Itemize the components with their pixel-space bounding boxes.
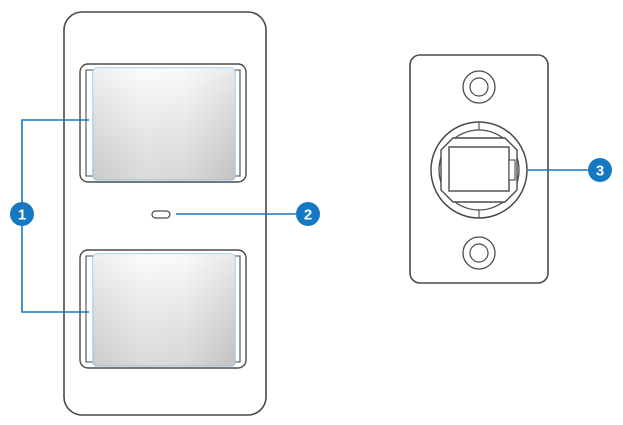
bottom-screw-icon bbox=[462, 236, 496, 270]
indicator-light bbox=[151, 210, 171, 219]
callout-3: 3 bbox=[588, 158, 612, 182]
bottom-switch-button bbox=[79, 249, 247, 369]
callout-1-label: 1 bbox=[18, 207, 26, 224]
callout-1-badge bbox=[10, 202, 34, 226]
top-switch-button bbox=[79, 63, 247, 183]
callout-2: 2 bbox=[296, 202, 320, 226]
callout-3-badge bbox=[588, 158, 612, 182]
switch-panel bbox=[63, 11, 267, 416]
top-screw-icon bbox=[462, 70, 496, 104]
callout-1: 1 bbox=[10, 202, 34, 226]
callout-2-label: 2 bbox=[304, 207, 312, 224]
ethernet-port-icon bbox=[430, 121, 528, 219]
port-panel bbox=[409, 54, 549, 284]
callout-3-label: 3 bbox=[596, 163, 604, 180]
callout-2-badge bbox=[296, 202, 320, 226]
